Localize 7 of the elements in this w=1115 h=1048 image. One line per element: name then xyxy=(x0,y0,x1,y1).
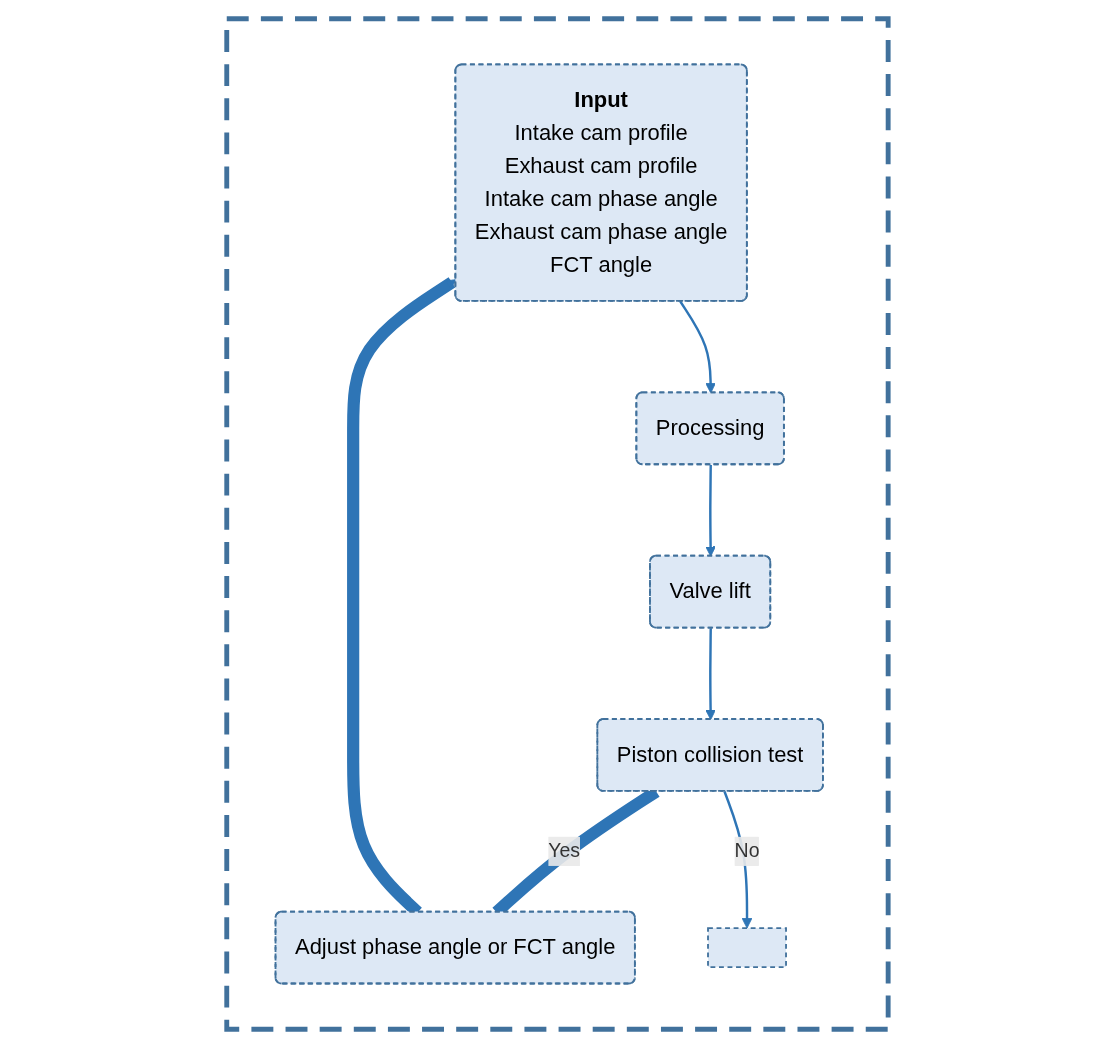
arrow xyxy=(705,628,716,721)
node-box xyxy=(707,927,787,968)
edge-label: Yes xyxy=(548,840,581,862)
arrow xyxy=(679,300,716,394)
cluster xyxy=(224,16,891,1032)
arrow xyxy=(705,464,716,557)
edge-label: No xyxy=(734,840,760,862)
